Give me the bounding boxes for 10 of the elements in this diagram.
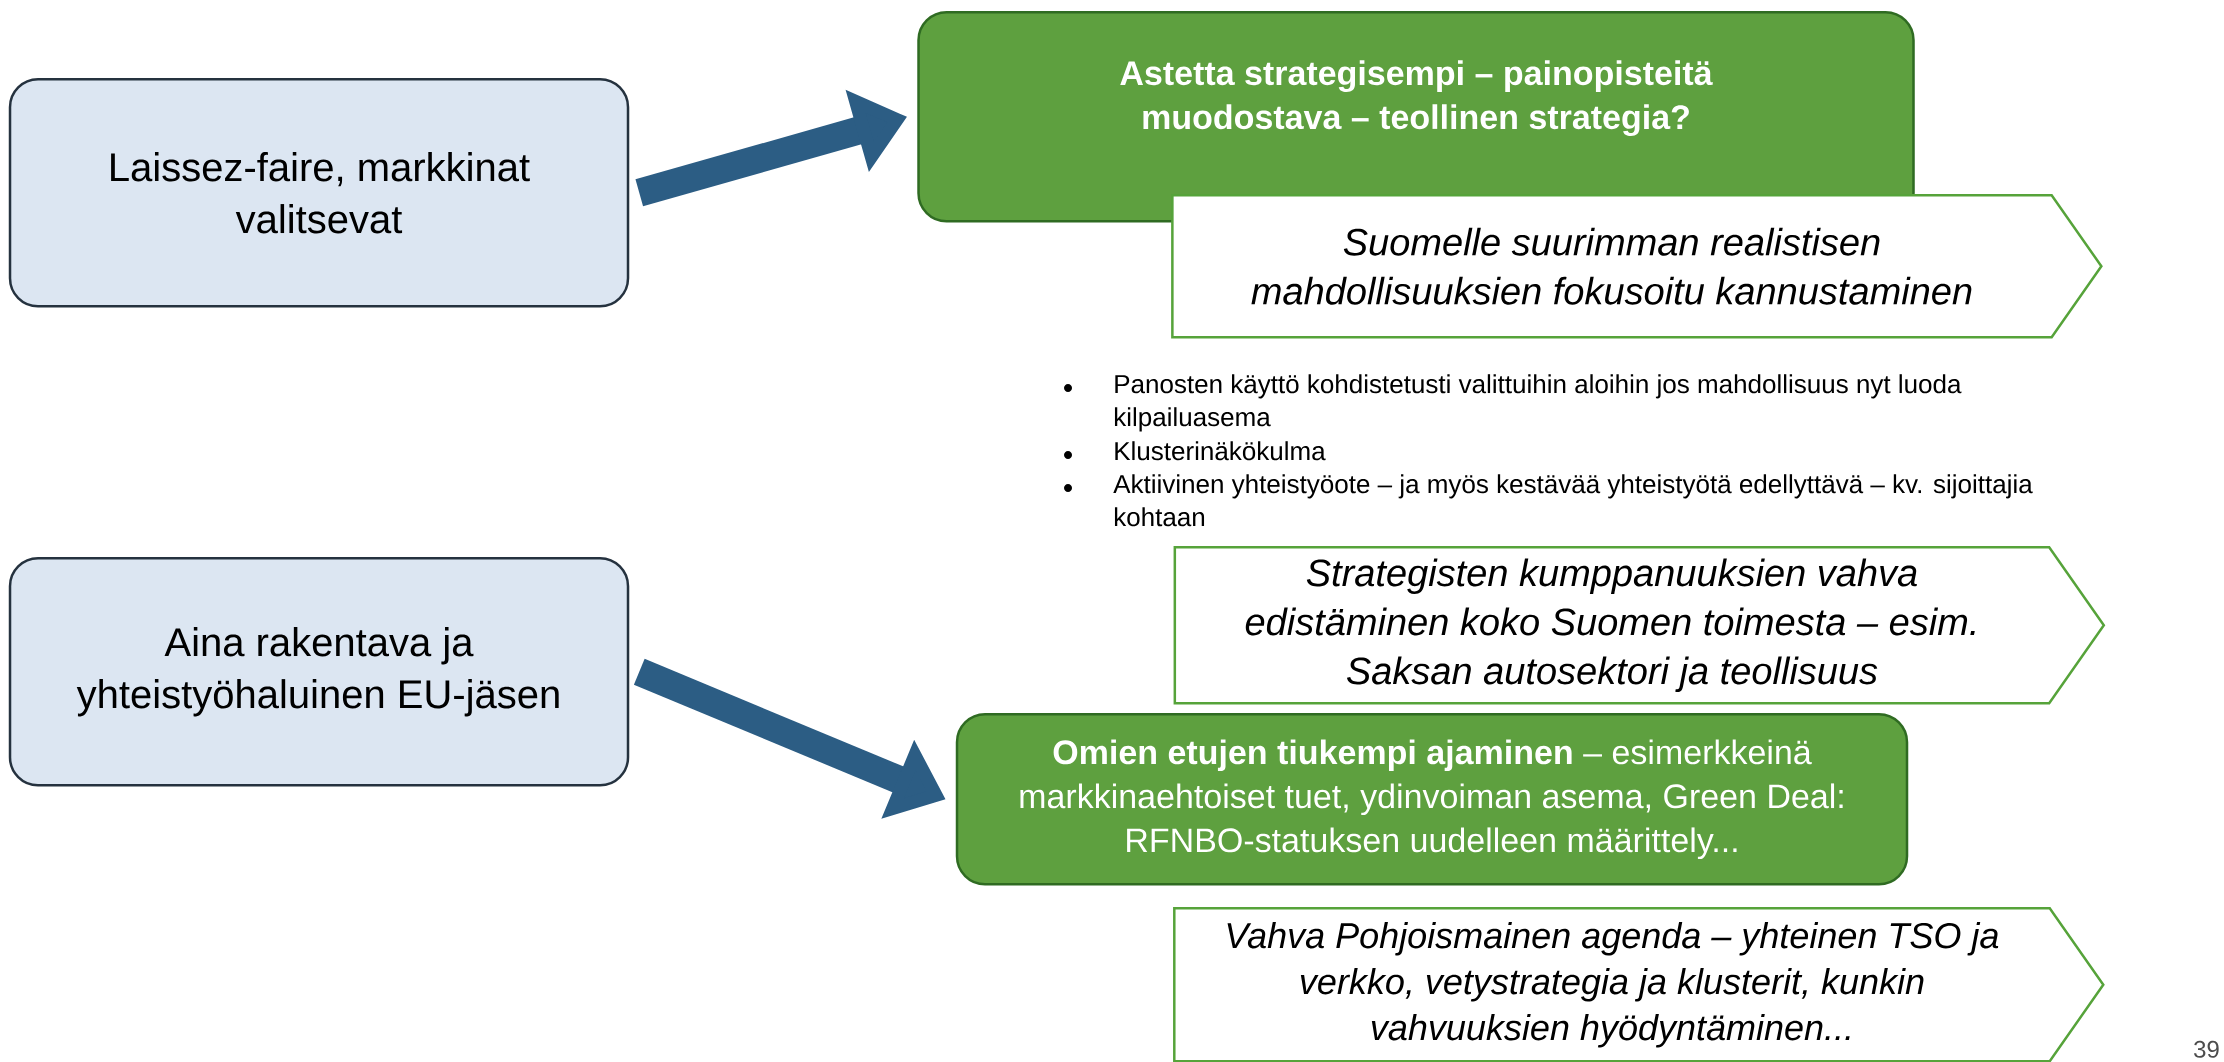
rounded-box: Laissez-faire, markkinat valitsevat [8,78,630,308]
rounded-box: Aina rakentava ja yhteistyöhaluinen EU-jäsen [8,557,630,787]
rounded-box: Omien etujen tiukempi ajaminen – esimerkkeinä markkinaehtoiset tuet, ydinvoiman asema, Green Deal: RFNBO-statuksen uudelleen määrittely... [955,713,1909,886]
page-number: 39 [2194,1040,2219,1058]
bullet-item: Klusterinäkökulma [1115,441,1326,461]
chevron-box: Vahva Pohjoismainen agenda – yhteinen TSO ja verkko, vetystrategia ja klusterit, kunkin vahvuuksien hyödyntäminen... [1173,907,2105,1062]
chevron-box: Strategisten kumppanuuksien vahva edistäminen koko Suomen toimesta – esim. Saksan autosektori ja teollisuus [1173,546,2106,705]
bullet-item: Panosten käyttö kohdistetusti valittuihin aloihin jos mahdollisuus nyt luoda kilpailuasema [1114,374,1962,432]
chevron-box: Suomelle suurimman realistisen mahdollisuuksien fokusoitu kannustaminen [1171,194,2103,339]
rounded-box: Astetta strategisempi – painopisteitä muodostava – teollinen strategia? [917,11,1915,223]
